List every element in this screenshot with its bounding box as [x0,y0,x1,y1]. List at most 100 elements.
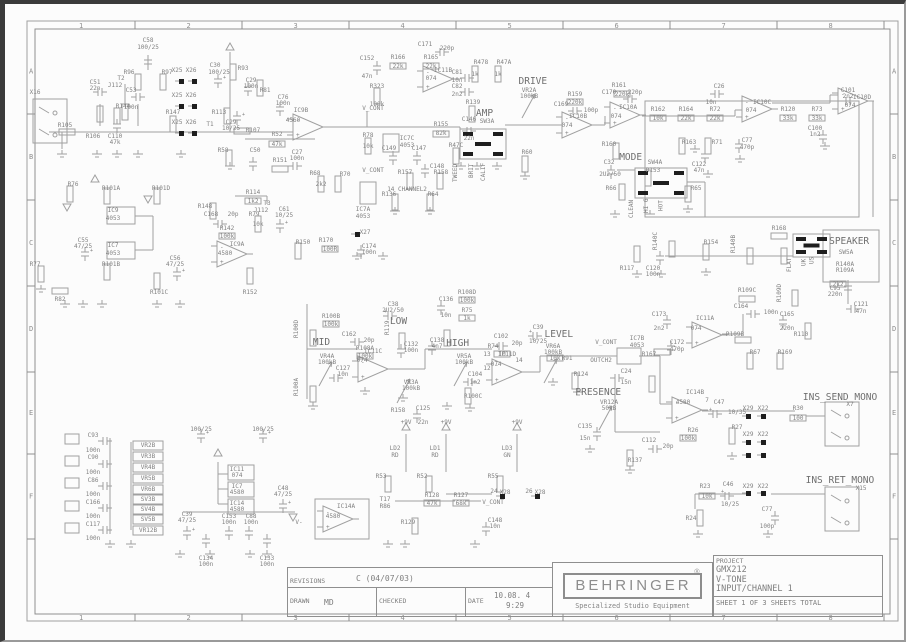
ic-box [132,494,164,505]
connector-icon [192,131,197,136]
component-label: R137 [628,457,643,464]
component-label: T2 [117,75,125,82]
opamp-triangle [216,240,249,268]
component-label: T1 [206,121,214,128]
component-label: VR6B [141,486,156,493]
component-label: C117 [86,521,101,528]
component-label: 22n [464,135,475,142]
component-label: 470p [670,346,685,353]
component-label: C32 [604,159,615,166]
component-label: C121 [854,301,869,308]
component-label: 68k [456,500,467,507]
resistor [96,105,104,123]
resistor [649,114,667,122]
switch-block-contact [475,142,491,146]
component-label: R142 [220,225,235,232]
component-label: IC14B [686,389,704,396]
component-label: C135 [578,423,593,430]
component-label: 10n [452,77,463,84]
component-label: 47k [427,500,438,507]
component-label: R150 [296,239,311,246]
component-label: C81 [452,69,463,76]
component-label: 13 [483,351,491,358]
resistor [334,175,342,193]
component-label: VR3B [141,453,156,460]
component-label: C39 [533,324,544,331]
component-label: R159 [568,91,583,98]
grid-row-label: E [29,409,33,417]
opamp-plus: + [613,120,617,127]
component-label: X25 [172,92,183,99]
component-label: 100n [404,347,419,354]
component-label: 100n [244,519,259,526]
component-label: IC9B [294,107,309,114]
pot-arrow-icon [543,358,558,384]
pot-arrow-icon [530,93,536,97]
component-label: R68 [310,170,321,177]
component-label: R96 [124,69,135,76]
component-label: R158 [391,407,406,414]
component-label: IC7 [108,242,119,249]
component-label: R129 [401,519,416,526]
opamp-triangle [357,355,390,383]
opamp-minus: - [613,105,617,112]
resistor [458,314,476,322]
component-label: X27 [360,229,371,236]
resistor [51,287,69,295]
component-label: C170 [602,89,617,96]
component-label: R47C [449,142,464,149]
component-label: X25 [172,119,183,126]
resistor [37,265,45,283]
component-label: 1n2 [810,131,821,138]
component-label: VR3A [404,379,419,386]
section-label: DRIVE [519,76,548,87]
switch-block-contact [638,171,648,175]
resistor [66,185,74,203]
component-label: C152 [360,55,375,62]
pot-arrow-icon [610,405,613,412]
grid-col-label: 6 [615,22,619,30]
brand-name: BEHRINGER [575,576,692,594]
component-label: R148 [198,203,213,210]
component-label: SW3A [480,118,495,125]
resistor [779,114,797,122]
grid-row-label: F [29,493,33,501]
ic-box [132,514,164,525]
ic-box [359,181,377,205]
component-label: 10k [550,355,561,362]
component-label: IC14 [230,500,245,507]
opamp-minus: - [296,117,300,124]
component-label: 14 [515,357,523,364]
component-label: C112 [642,437,657,444]
component-label: R155 [434,121,449,128]
resistor [746,247,754,265]
opamp-minus: - [745,99,749,106]
component-label: 1k [471,71,479,78]
resistor [679,434,697,442]
component-label: R24 [686,515,697,522]
grid-row-label: A [29,68,34,76]
grid-col-label: 6 [615,614,619,622]
component-label: R78 [363,132,374,139]
component-label: R52 [417,473,428,480]
component-label: 100n [222,519,237,526]
resistor [432,130,450,138]
resistor [443,329,451,347]
section-label: INS_SEND_MONO [803,392,878,403]
capacitor-polarity: + [384,309,387,315]
component-label: 220p [628,89,643,96]
opamp-minus: - [565,115,569,122]
component-label: IC10A [619,104,637,111]
component-label: RD [391,452,399,459]
opamp-plus: + [426,84,430,91]
component-label: 100kB [544,349,562,356]
component-label: VR2B [141,442,156,449]
ic-box [227,498,255,515]
component-label: X25 [172,67,183,74]
component-label: 47/25 [274,491,292,498]
component-label: IC10C [753,99,771,106]
opamp-minus: - [495,362,499,369]
capacitor-polarity: + [182,268,185,274]
grid-row-label: B [892,153,896,161]
connector-icon [535,494,540,499]
